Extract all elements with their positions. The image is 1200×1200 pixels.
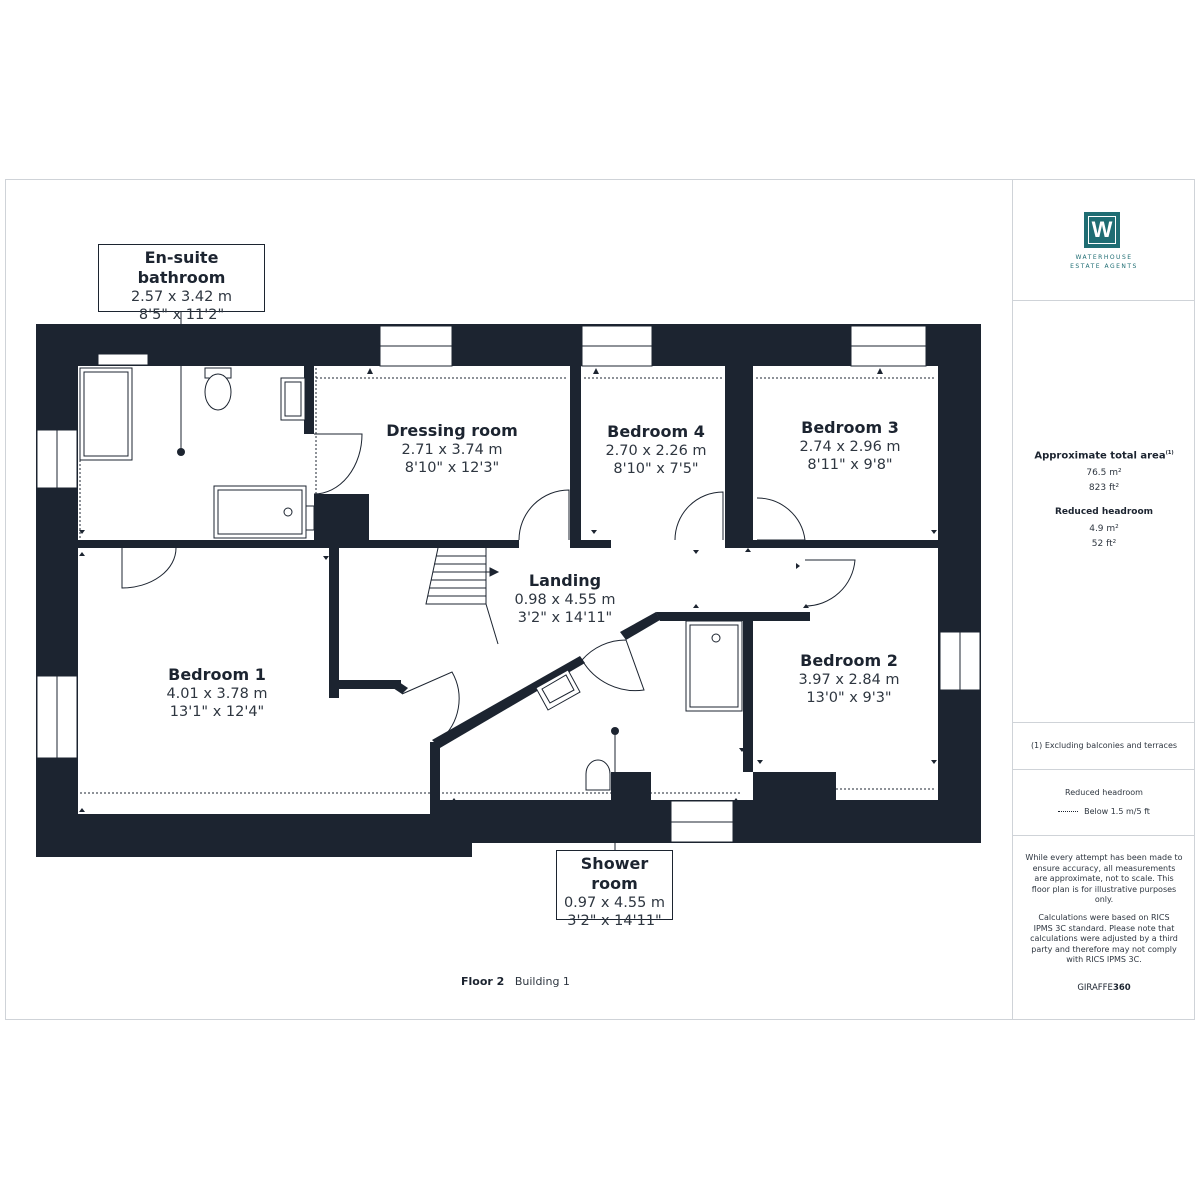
room-metric: 0.98 x 4.55 m [514,592,616,608]
room-metric: 2.71 x 3.74 m [401,442,503,458]
room-name: Bedroom 2 [800,651,898,670]
giraffe-brand: GIRAFFE360 [1013,983,1195,993]
room-imperial: 13'0" x 9'3" [806,690,892,706]
windows [36,325,981,843]
room-imperial: 8'10" x 12'3" [404,460,500,476]
brand-name-line1: WATERHOUSE [1075,254,1133,261]
room-metric: 2.57 x 3.42 m [130,289,233,305]
room-imperial: 13'1" x 12'4" [169,704,265,720]
room-label-bedroom3: Bedroom 3 2.74 x 2.96 m 8'11" x 9'8" [799,418,900,474]
floor-label: Floor 2 [461,975,505,988]
sidebar-rule [1013,835,1195,836]
excluding-note: (1) Excluding balconies and terraces [1030,741,1178,750]
giraffe-brand-a: GIRAFFE [1077,983,1113,993]
reduced-headroom-lines [79,368,936,794]
disclaimer-1: While every attempt has been made to ens… [1025,853,1183,904]
legend-item: Below 1.5 m/5 ft [1084,807,1150,816]
room-label-dressing: Dressing room 2.71 x 3.74 m 8'10" x 12'3… [386,421,518,477]
dimension-markers [79,366,937,812]
room-name: Dressing room [386,421,518,440]
area-footnote-mark: (1) [1165,450,1174,456]
room-imperial: 3'2" x 14'11" [517,610,613,626]
room-label-bedroom1: Bedroom 1 4.01 x 3.78 m 13'1" x 12'4" [166,665,267,721]
room-name: Bedroom 1 [168,665,266,684]
area-sqm: 76.5 m² [1086,468,1122,479]
room-label-bedroom2: Bedroom 2 3.97 x 2.84 m 13'0" x 9'3" [798,651,899,707]
brand-logo: W [1084,212,1120,248]
sidebar-rule [1013,769,1195,770]
room-metric: 2.74 x 2.96 m [799,439,901,455]
room-name: En-suite bathroom [137,248,226,287]
legend-title: Reduced headroom [1065,788,1143,797]
room-imperial: 8'5" x 11'2" [138,307,225,323]
room-name: Landing [528,571,602,590]
room-imperial: 8'10" x 7'5" [613,461,699,477]
room-metric: 0.97 x 4.55 m [563,895,666,911]
window-mullions [56,345,961,823]
room-metric: 3.97 x 2.84 m [798,672,900,688]
sidebar-rule [1013,722,1195,723]
sidebar-divider [1012,179,1013,1020]
doors [121,433,856,741]
legend-row: Below 1.5 m/5 ft [1013,806,1195,817]
fixtures [79,367,743,791]
logo-letter: W [1088,216,1116,244]
room-metric: 4.01 x 3.78 m [166,686,268,702]
staircase [425,547,500,645]
callout-shower-room: Shower room 0.97 x 4.55 m 3'2" x 14'11" [556,850,673,929]
dotted-line-swatch [1058,811,1079,812]
room-name: Bedroom 3 [801,418,899,437]
sidebar-rule [1013,300,1195,301]
room-metric: 2.70 x 2.26 m [605,443,707,459]
room-label-landing: Landing 0.98 x 4.55 m 3'2" x 14'11" [514,571,615,627]
room-name: Bedroom 4 [607,422,705,441]
floorplan-sheet [5,179,1195,1020]
giraffe-brand-b: 360 [1112,983,1131,993]
room-label-bedroom4: Bedroom 4 2.70 x 2.26 m 8'10" x 7'5" [605,422,706,478]
callout-ensuite: En-suite bathroom 2.57 x 3.42 m 8'5" x 1… [98,244,265,323]
area-title-row: Approximate total area(1) [1013,447,1195,462]
reduced-sqft: 52 ft² [1091,539,1117,550]
area-title: Approximate total area [1034,450,1166,462]
room-name: Shower room [580,854,649,893]
area-sqft: 823 ft² [1088,483,1120,494]
floor-caption: Floor 2 Building 1 [461,975,570,988]
area-summary: Approximate total area(1) 76.5 m² 823 ft… [1013,447,1195,550]
building-label: Building 1 [514,975,570,988]
reduced-sqm: 4.9 m² [1089,524,1119,535]
disclaimer-2: Calculations were based on RICS IPMS 3C … [1030,913,1178,964]
walls [36,324,981,857]
reduced-title: Reduced headroom [1054,507,1154,518]
room-imperial: 3'2" x 14'11" [567,913,662,929]
brand-name-line2: ESTATE AGENTS [1070,263,1138,270]
light-leads [180,312,616,850]
room-imperial: 8'11" x 9'8" [807,457,893,473]
